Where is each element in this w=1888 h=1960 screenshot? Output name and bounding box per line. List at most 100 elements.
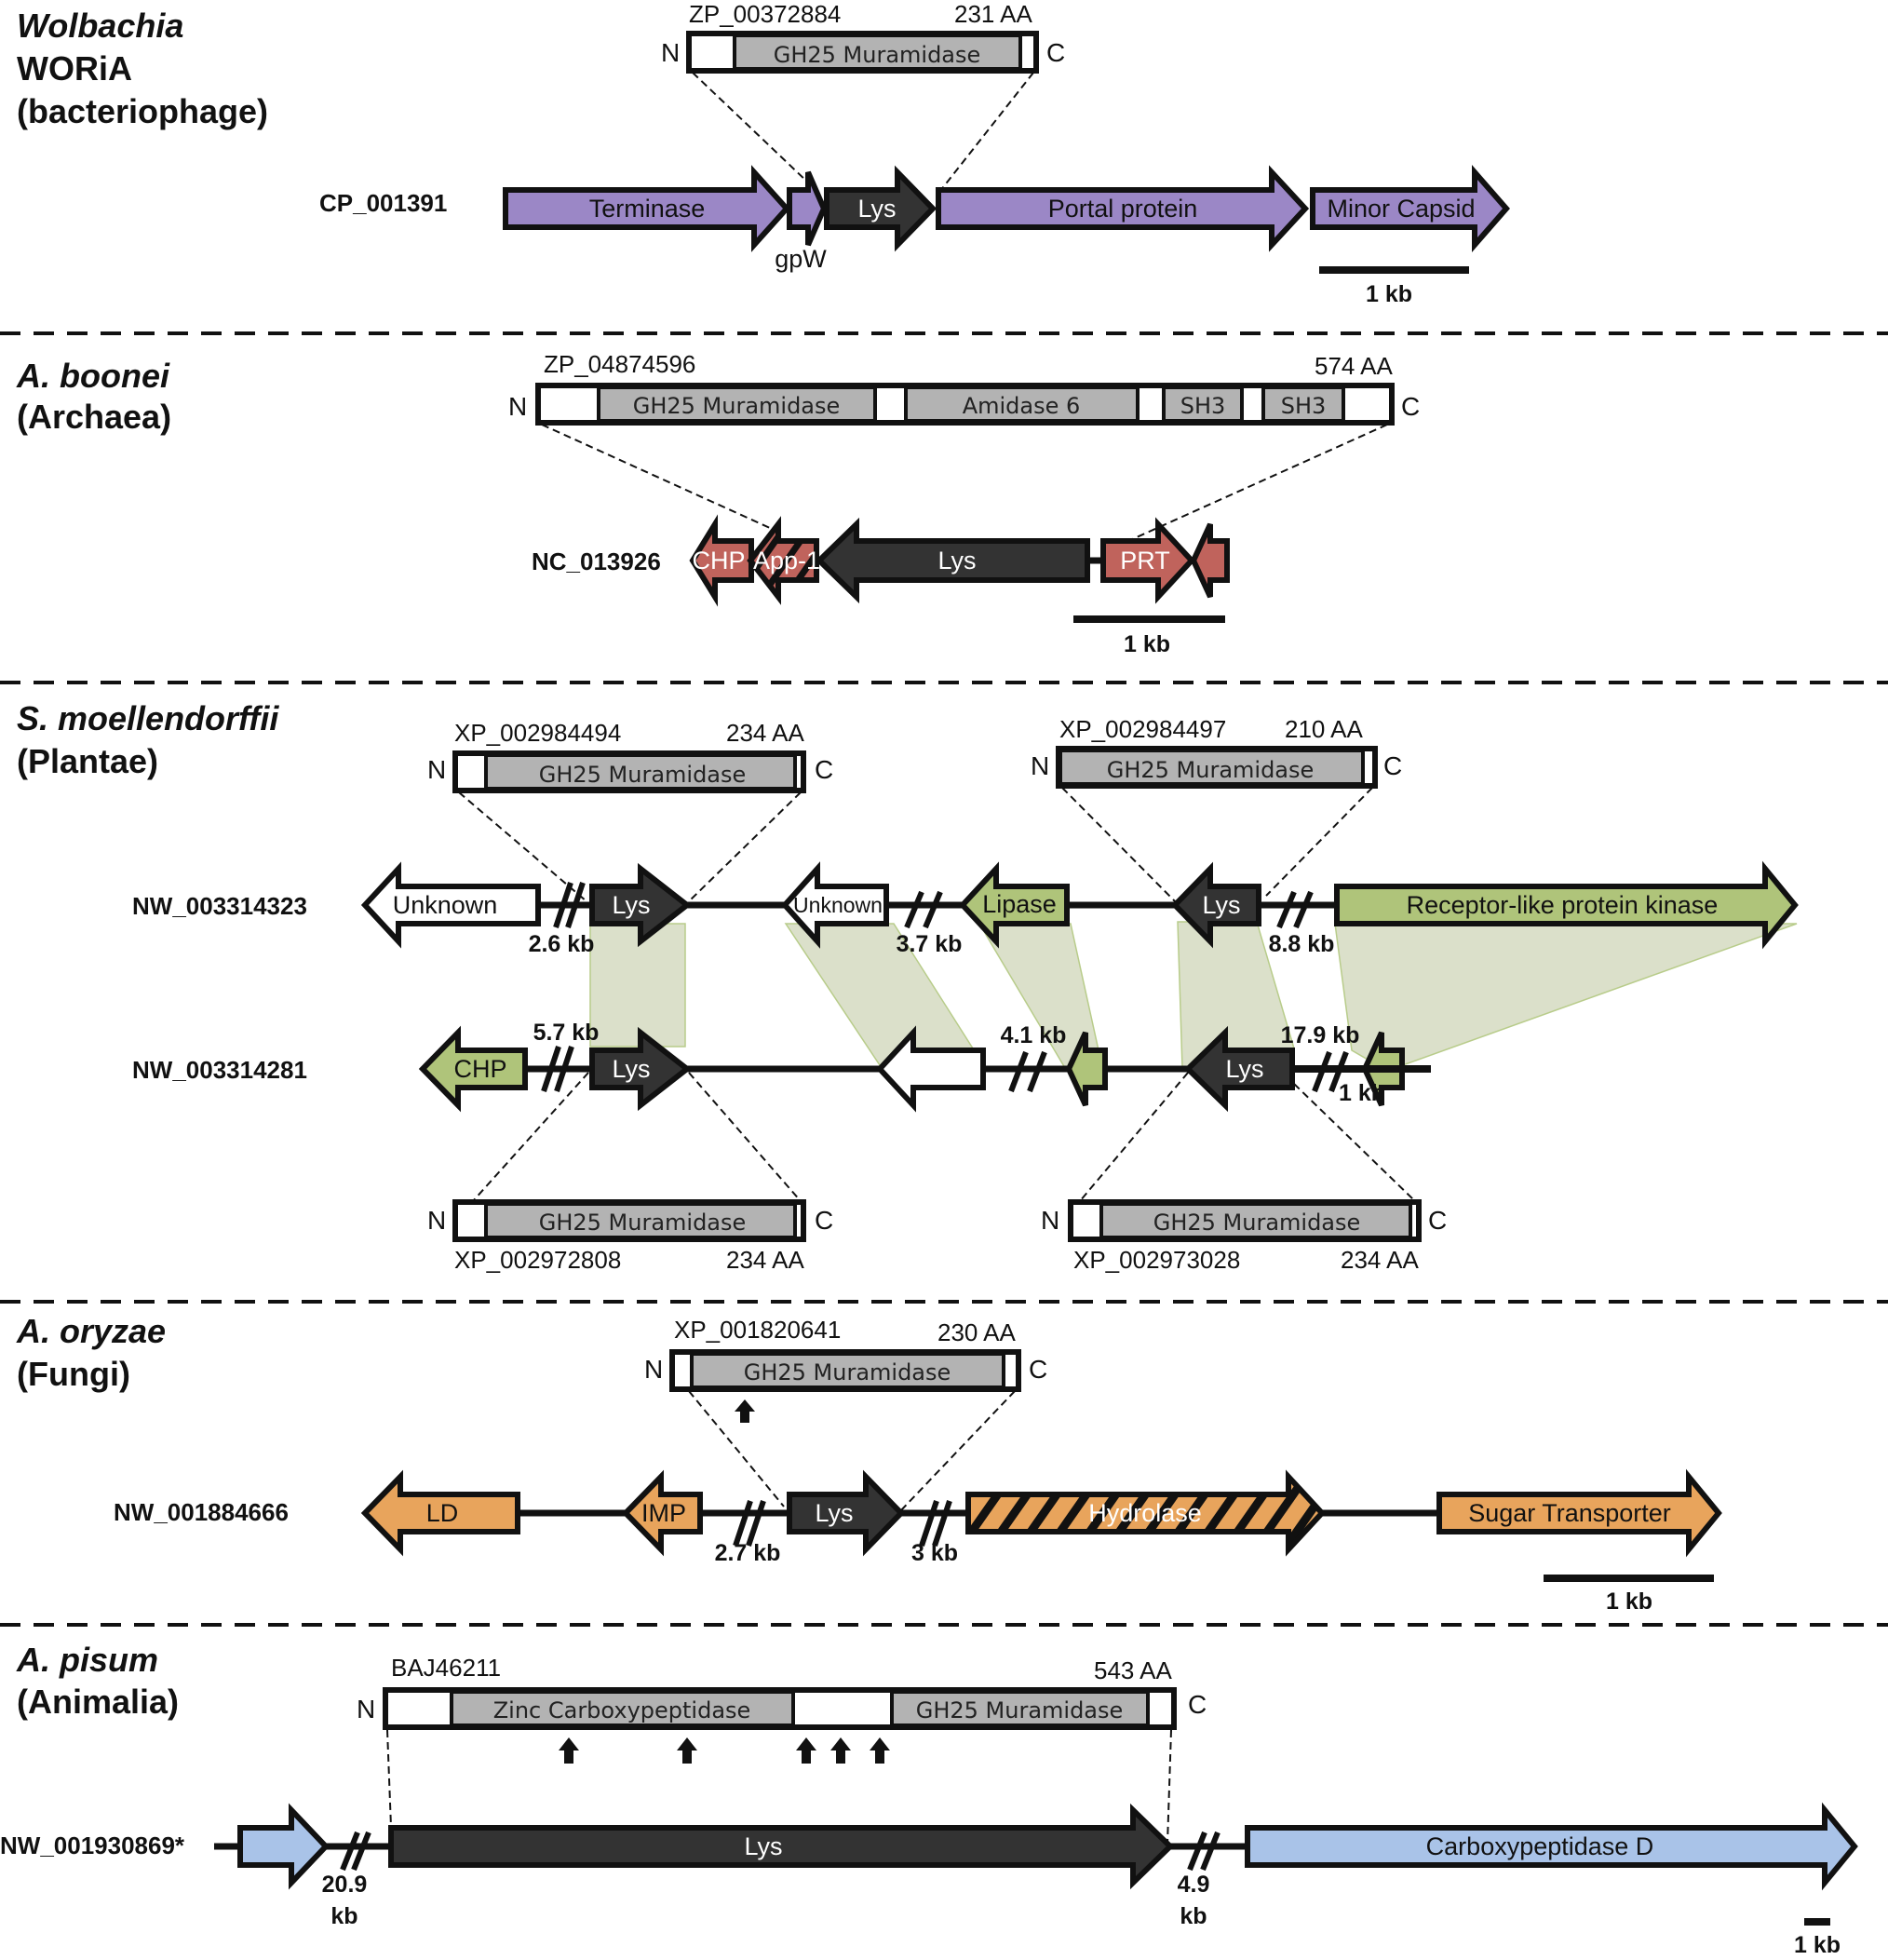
gene-arrow-lys	[589, 1026, 692, 1112]
locus-accession: NW_001930869*	[0, 1832, 185, 1859]
break-distance-label: 3.7 kb	[897, 931, 963, 957]
locus-genes: Terminase gpW Lys Portal protein Minor C…	[503, 164, 1510, 273]
gene-arrow-lys	[589, 862, 692, 948]
gene-arrow-portal-protein	[936, 165, 1310, 252]
sequence-break-icon	[1027, 1050, 1047, 1093]
sequence-break-icon	[932, 1500, 952, 1547]
gene-arrow-lys	[1183, 1025, 1295, 1113]
gene-arrow-lys	[824, 165, 937, 252]
section-title-line: (bacteriophage)	[17, 92, 268, 130]
scale-bar-label: 1 kb	[1339, 1080, 1385, 1106]
protein-accession: BAJ46211	[391, 1654, 501, 1682]
c-terminus-label: C	[1188, 1690, 1207, 1719]
gene-arrow-sugar-transporter	[1436, 1468, 1722, 1558]
domain-label: GH25 Muramidase	[744, 1359, 951, 1386]
gene-label: Receptor-like protein kinase	[1407, 891, 1719, 919]
sequence-break-icon	[565, 882, 586, 928]
gene-label: Portal protein	[1048, 195, 1198, 223]
sequence-break-icon	[541, 1046, 561, 1092]
domain-label: GH25 Muramidase	[1107, 757, 1315, 783]
protein-domain	[890, 1690, 1150, 1727]
protein-domain	[1099, 1202, 1412, 1239]
locus-accession: NW_003314323	[132, 892, 307, 920]
protein-length: 234 AA	[1341, 1246, 1420, 1274]
domain-label: Amidase 6	[963, 393, 1081, 419]
domain-label: GH25 Muramidase	[633, 393, 841, 419]
gene-label: PRT	[1120, 547, 1170, 574]
zoom-connector	[386, 1729, 392, 1828]
section-title-line: (Archaea)	[17, 398, 171, 436]
c-terminus-label: C	[1428, 1206, 1447, 1235]
protein-length: 574 AA	[1315, 352, 1394, 380]
scale-bar-label: 1 kb	[1366, 281, 1412, 307]
break-distance-label: 2.7 kb	[715, 1540, 781, 1566]
protein-accession: XP_002973028	[1073, 1246, 1240, 1274]
protein-domain	[1059, 749, 1365, 786]
gene-arrow-gpw	[787, 170, 828, 247]
section-smoellendorffii: S. moellendorffii (Plantae) XP_002984494…	[17, 699, 1799, 1274]
section-aoryzae: A. oryzae (Fungi) XP_001820641 230 AA N …	[16, 1312, 1722, 1615]
section-title-line: WORiA	[17, 49, 132, 88]
gene-label: Minor Capsid	[1327, 195, 1475, 223]
n-terminus-label: N	[644, 1355, 663, 1384]
c-terminus-label: C	[815, 755, 833, 784]
sequence-break-icon	[1187, 1831, 1207, 1872]
gene-arrow-unlabeled	[1190, 522, 1230, 599]
sequence-break-icon	[1293, 890, 1314, 929]
gene-arrow-receptor-like-protein-kinase	[1334, 860, 1799, 950]
break-distance-label-line: kb	[330, 1903, 357, 1929]
zoom-connector	[688, 791, 802, 902]
gene-label: CHP	[453, 1055, 506, 1083]
gene-label: Lys	[937, 547, 976, 574]
protein-domain	[1261, 385, 1345, 423]
c-terminus-label: C	[1029, 1355, 1047, 1384]
gene-arrow-minor-capsid	[1310, 164, 1510, 253]
locus-accession: NW_001884666	[114, 1498, 289, 1526]
protein-domain	[690, 1352, 1005, 1389]
protein-diagram: BAJ46211 543 AA N C Zinc Carboxypeptidas…	[357, 1654, 1207, 1764]
sequence-break-icon	[919, 1500, 939, 1547]
protein-length: 543 AA	[1094, 1656, 1173, 1684]
protein-domain	[1162, 385, 1244, 423]
protein-accession: XP_002972808	[454, 1246, 621, 1274]
locus-genes: LD IMP 2.7 kb Lys 3 kb Hydrolase Sugar T…	[360, 1468, 1722, 1566]
sequence-break-icon	[554, 1046, 574, 1092]
section-title-italic: Wolbachia	[17, 7, 183, 45]
protein-domain	[484, 753, 797, 791]
gene-arrow-unlabeled	[237, 1803, 330, 1890]
n-terminus-label: N	[357, 1695, 375, 1723]
gene-label: Lys	[815, 1499, 853, 1527]
protein-domain	[450, 1690, 795, 1727]
zoom-connector	[1265, 787, 1373, 897]
n-terminus-label: N	[427, 1206, 446, 1235]
gene-arrow-app-1	[747, 516, 819, 605]
n-terminus-label: N	[427, 755, 446, 784]
protein-domain	[904, 385, 1140, 423]
gene-label: Terminase	[589, 195, 706, 223]
protein-domain	[597, 385, 877, 423]
zoom-connector	[688, 1072, 802, 1202]
protein-diagram: N C GH25 Muramidase XP_002972808 234 AA	[427, 1199, 833, 1274]
gene-arrow-carboxypeptidase-d	[1245, 1802, 1858, 1891]
sequence-break-icon	[733, 1500, 753, 1547]
protein-length: 210 AA	[1285, 715, 1364, 743]
sequence-break-icon	[923, 890, 943, 929]
sequence-break-icon	[1276, 890, 1297, 929]
locus-genes: CHP 5.7 kb Lys 4.1 kb Lys 17.9 kb	[418, 1020, 1405, 1113]
break-distance-label: 5.7 kb	[533, 1020, 600, 1046]
gene-label: Unknown	[393, 891, 498, 919]
zoom-connector	[472, 1072, 589, 1202]
domain-label: GH25 Muramidase	[539, 1210, 747, 1236]
gene-arrow-unknown	[875, 1025, 986, 1113]
gene-arrow-lys	[815, 517, 1090, 604]
zoom-connector	[939, 72, 1034, 192]
sequence-break-icon	[340, 1831, 360, 1872]
protein-diagram: ZP_04874596 574 AA N C GH25 Muramidase A…	[508, 350, 1420, 426]
gene-arrow-terminase	[503, 165, 791, 252]
gene-arrow-lys	[1170, 861, 1261, 949]
sequence-break-icon	[746, 1500, 766, 1547]
sequence-break-icon	[1008, 1050, 1029, 1093]
